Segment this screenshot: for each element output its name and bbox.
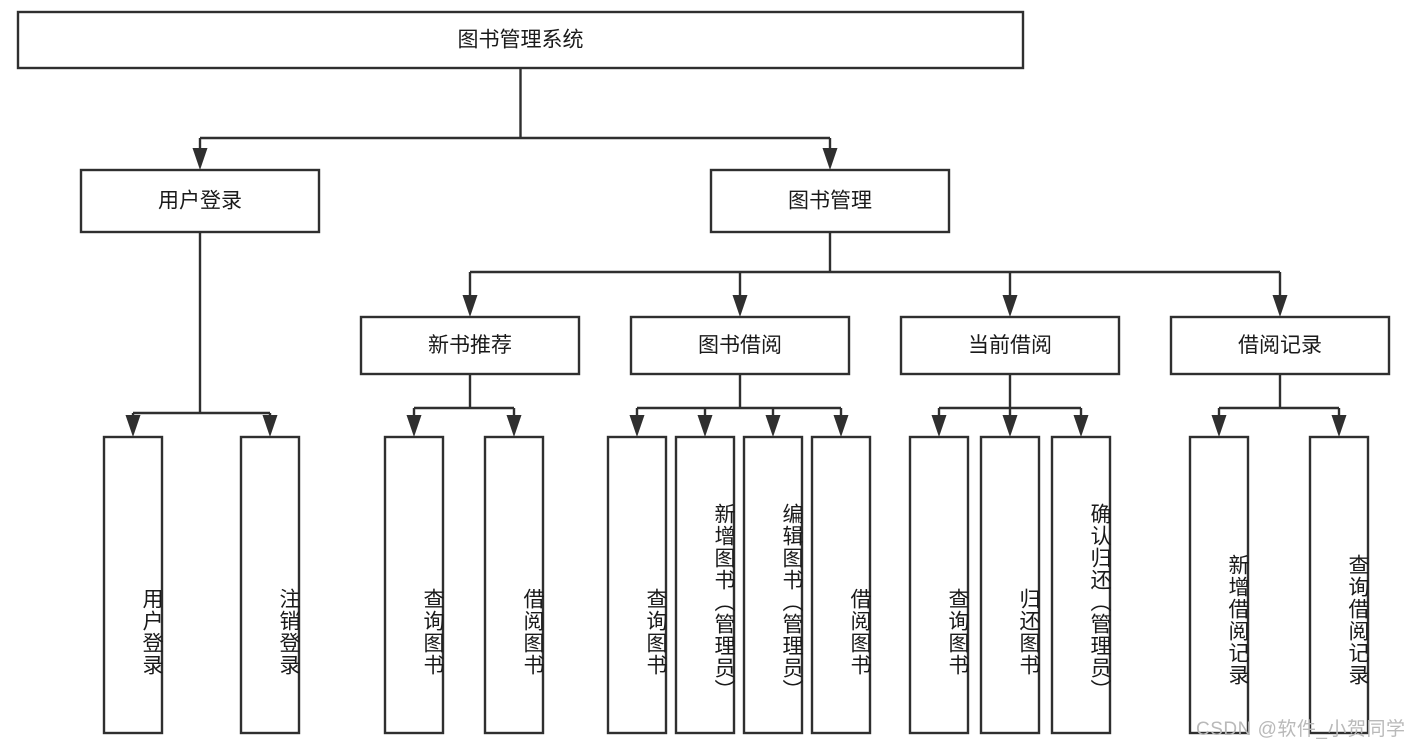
level3-node-0[interactable] bbox=[359, 315, 581, 376]
node-boxes bbox=[16, 10, 1391, 735]
arrow-to-level3-3 bbox=[1272, 295, 1288, 317]
arrow-to-leaf-4 bbox=[629, 415, 645, 437]
arrow-to-leaf-2 bbox=[406, 415, 422, 437]
root-node-label: 图书管理系统 bbox=[458, 29, 584, 52]
arrow-to-level3-1 bbox=[732, 295, 748, 317]
level3-node-label-1: 图书借阅 bbox=[698, 334, 782, 357]
arrow-to-leaf-12 bbox=[1331, 415, 1347, 437]
leaf-node-12[interactable] bbox=[1308, 435, 1370, 735]
level2-node-1[interactable] bbox=[709, 168, 951, 234]
arrow-to-leaf-10 bbox=[1073, 415, 1089, 437]
level3-node-3[interactable] bbox=[1169, 315, 1391, 376]
arrow-to-level2-0 bbox=[192, 148, 208, 170]
arrow-to-leaf-9 bbox=[1002, 415, 1018, 437]
level3-node-label-2: 当前借阅 bbox=[968, 334, 1052, 357]
root-node[interactable] bbox=[16, 10, 1025, 70]
level3-node-1[interactable] bbox=[629, 315, 851, 376]
leaf-node-6[interactable] bbox=[742, 435, 804, 735]
arrow-to-leaf-3 bbox=[506, 415, 522, 437]
arrow-to-leaf-5 bbox=[697, 415, 713, 437]
leaf-node-10[interactable] bbox=[1050, 435, 1112, 735]
leaf-node-3[interactable] bbox=[483, 435, 545, 735]
leaf-node-11[interactable] bbox=[1188, 435, 1250, 735]
arrow-to-level2-1 bbox=[822, 148, 838, 170]
level3-node-label-3: 借阅记录 bbox=[1238, 334, 1322, 357]
level2-node-label-0: 用户登录 bbox=[158, 190, 242, 213]
level2-node-label-1: 图书管理 bbox=[788, 190, 872, 213]
leaf-node-7[interactable] bbox=[810, 435, 872, 735]
leaf-node-9[interactable] bbox=[979, 435, 1041, 735]
arrow-to-leaf-6 bbox=[765, 415, 781, 437]
arrow-to-leaf-1 bbox=[262, 415, 278, 437]
arrow-to-level3-0 bbox=[462, 295, 478, 317]
watermark-text: CSDN @软件_小贺同学 bbox=[1196, 719, 1405, 740]
leaf-node-1[interactable] bbox=[239, 435, 301, 735]
arrow-to-level3-2 bbox=[1002, 295, 1018, 317]
level2-node-0[interactable] bbox=[79, 168, 321, 234]
arrow-to-leaf-8 bbox=[931, 415, 947, 437]
leaf-node-8[interactable] bbox=[908, 435, 970, 735]
arrow-to-leaf-7 bbox=[833, 415, 849, 437]
leaf-node-5[interactable] bbox=[674, 435, 736, 735]
connector-lines bbox=[125, 68, 1347, 437]
arrow-to-leaf-11 bbox=[1211, 415, 1227, 437]
level3-node-label-0: 新书推荐 bbox=[428, 334, 512, 357]
arrow-to-leaf-0 bbox=[125, 415, 141, 437]
leaf-node-2[interactable] bbox=[383, 435, 445, 735]
leaf-node-4[interactable] bbox=[606, 435, 668, 735]
leaf-node-0[interactable] bbox=[102, 435, 164, 735]
level3-node-2[interactable] bbox=[899, 315, 1121, 376]
